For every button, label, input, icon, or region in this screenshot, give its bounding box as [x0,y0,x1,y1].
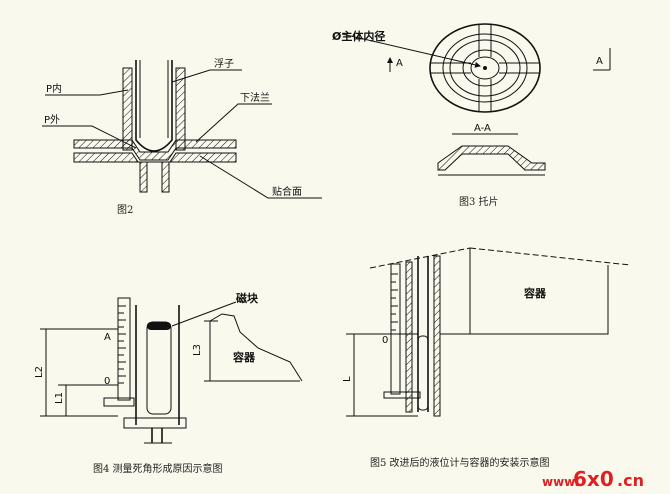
fig2-label-lower-flange: 下法兰 [240,91,270,104]
figure-5: 容器 L 0 图5 改进后的液位计与容器的安装示意图 [342,247,631,469]
fig2-float [135,60,173,152]
fig2-tube-wall-right [175,67,186,151]
fig5-scale-ticks [391,273,398,331]
fig5-tube-wall-right [433,255,441,417]
fig5-vessel [469,248,609,335]
watermark-prefix: www. [542,475,579,489]
fig5-label-vessel: 容器 [523,286,547,300]
fig2-pipe-right [161,161,170,193]
fig5-float [417,335,429,411]
fig4-vessel-outline [209,313,303,382]
fig3-section-label: A-A [474,123,491,134]
fig5-scale-tube [390,263,401,395]
fig4-dim-l3: L3 [192,344,203,356]
fig5-dim-l: L [342,376,353,382]
fig4-scale-tube [117,297,131,401]
fig3-caption: 图3 托片 [459,195,499,208]
fig4-dim-l2: L2 [34,366,45,378]
fig5-tube-wall-left [405,261,413,413]
fig4-label-vessel: 容器 [232,350,256,364]
fig2-label-p-out: P外 [44,114,60,126]
fig3-section-mark-right: A [596,56,603,67]
fig2-flange-upper [73,139,237,161]
fig2-tube-wall-left [122,67,133,151]
fig2-flange-lower [73,152,237,163]
fig2-caption: 图2 [117,204,133,216]
fig3-section-mark-left: A [396,58,403,69]
fig2-label-float: 浮子 [214,58,234,70]
fig2-label-p-in: P内 [46,82,62,95]
fig3-disc-section [437,145,546,171]
figure-3: Ø主体内径 A A A-A 图3 托片 [332,23,611,208]
fig2-pipe-left [139,161,148,193]
fig4-mark-zero: 0 [104,376,110,387]
fig4-scale-ticks [118,305,126,384]
figure-4: 磁块 容器 L3 L2 L1 A 0 图4 测量死角形成原因示意图 [34,291,303,475]
fig3-disc-top-view [429,23,541,113]
fig3-label-diameter: Ø主体内径 [332,29,385,43]
fig5-mark-zero: 0 [382,335,388,346]
fig4-float [146,321,172,415]
fig4-mark-a: A [104,332,111,343]
watermark: www. 6x0 .cn [542,467,644,491]
watermark-suffix: .cn [617,471,644,490]
fig4-caption: 图4 测量死角形成原因示意图 [93,462,223,475]
fig4-magnet [147,322,171,330]
fig2-label-contact-face: 贴合面 [272,185,302,198]
watermark-brand: 6x0 [573,467,614,491]
fig4-dim-l1: L1 [54,392,65,404]
fig4-label-magnet: 磁块 [236,291,259,305]
fig5-caption: 图5 改进后的液位计与容器的安装示意图 [370,456,550,469]
figure-2: P内 P外 浮子 下法兰 贴合面 图2 [42,58,322,216]
